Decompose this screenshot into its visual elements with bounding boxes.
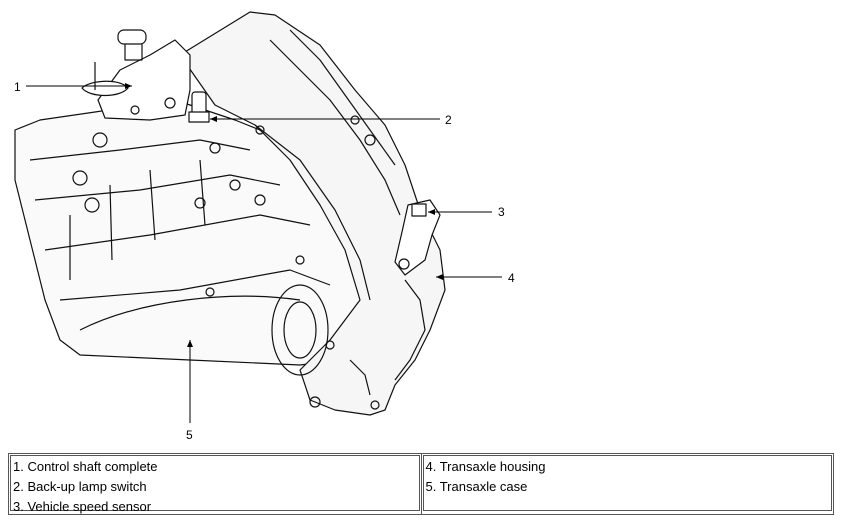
legend-left-column: 1. Control shaft complete 2. Back-up lam… xyxy=(8,453,422,515)
callout-4: 4 xyxy=(508,271,515,285)
callout-5: 5 xyxy=(186,428,193,442)
legend-item-4: 4. Transaxle housing xyxy=(425,459,546,474)
legend-right-column: 4. Transaxle housing 5. Transaxle case xyxy=(420,453,834,515)
legend-item-2: 2. Back-up lamp switch xyxy=(13,479,147,494)
legend-item-3: 3. Vehicle speed sensor xyxy=(13,499,152,514)
transaxle-diagram: 1 2 3 4 5 xyxy=(14,11,515,442)
callout-3: 3 xyxy=(498,205,505,219)
callout-leaders xyxy=(26,83,502,423)
callout-2: 2 xyxy=(445,113,452,127)
legend-item-1: 1. Control shaft complete xyxy=(13,459,158,474)
callout-1: 1 xyxy=(14,80,21,94)
transaxle-illustration xyxy=(14,11,446,416)
legend-item-5: 5. Transaxle case xyxy=(425,479,528,494)
parts-legend: 1. Control shaft complete 2. Back-up lam… xyxy=(8,453,834,515)
